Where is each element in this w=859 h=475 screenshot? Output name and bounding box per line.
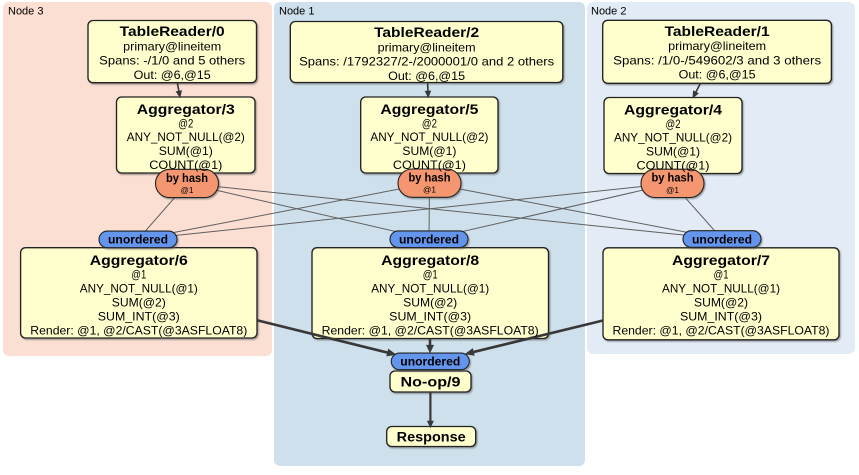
svg-text:unordered: unordered: [108, 233, 168, 247]
svg-text:Response: Response: [397, 430, 467, 445]
svg-text:by hash: by hash: [409, 173, 451, 185]
svg-text:@1: @1: [423, 185, 436, 195]
svg-text:SUM(@1): SUM(@1): [646, 145, 700, 159]
svg-text:@1: @1: [131, 267, 146, 281]
svg-text:SUM_INT(@3): SUM_INT(@3): [680, 309, 762, 323]
svg-text:@2: @2: [666, 117, 681, 131]
svg-text:Node 3: Node 3: [8, 6, 43, 18]
svg-text:TableReader/1: TableReader/1: [665, 23, 770, 39]
svg-text:Spans: /1/0-/549602/3 and 3 ot: Spans: /1/0-/549602/3 and 3 others: [613, 53, 821, 67]
svg-text:primary@lineitem: primary@lineitem: [123, 39, 221, 53]
svg-text:Aggregator/8: Aggregator/8: [381, 252, 479, 268]
svg-text:Out: @6,@15: Out: @6,@15: [679, 68, 756, 82]
svg-text:Spans: -/1/0 and 5 others: Spans: -/1/0 and 5 others: [99, 54, 245, 68]
svg-text:COUNT(@1): COUNT(@1): [637, 158, 710, 172]
svg-text:Aggregator/7: Aggregator/7: [672, 252, 770, 268]
svg-text:SUM(@2): SUM(@2): [403, 295, 457, 309]
svg-text:SUM(@2): SUM(@2): [694, 295, 748, 309]
svg-text:ANY_NOT_NULL(@1): ANY_NOT_NULL(@1): [80, 281, 198, 295]
svg-text:by hash: by hash: [166, 173, 208, 185]
svg-text:@1: @1: [423, 267, 438, 281]
svg-text:SUM(@1): SUM(@1): [402, 144, 456, 158]
svg-text:Node 1: Node 1: [279, 6, 314, 18]
svg-text:COUNT(@1): COUNT(@1): [149, 158, 222, 172]
svg-text:primary@lineitem: primary@lineitem: [378, 40, 476, 54]
svg-text:@2: @2: [422, 116, 437, 130]
svg-text:SUM_INT(@3): SUM_INT(@3): [389, 309, 471, 323]
svg-text:ANY_NOT_NULL(@2): ANY_NOT_NULL(@2): [370, 130, 488, 144]
svg-text:@1: @1: [181, 185, 194, 195]
svg-text:Aggregator/3: Aggregator/3: [137, 101, 235, 117]
svg-text:Render: @1, @2/CAST(@3ASFLOAT8: Render: @1, @2/CAST(@3ASFLOAT8): [613, 323, 830, 337]
svg-text:Aggregator/4: Aggregator/4: [624, 102, 722, 118]
svg-text:Aggregator/6: Aggregator/6: [90, 252, 188, 268]
svg-text:TableReader/2: TableReader/2: [374, 24, 479, 40]
svg-text:Out: @6,@15: Out: @6,@15: [388, 69, 465, 83]
svg-text:Render: @1, @2/CAST(@3ASFLOAT8: Render: @1, @2/CAST(@3ASFLOAT8): [322, 323, 539, 337]
svg-text:Render: @1, @2/CAST(@3ASFLOAT8: Render: @1, @2/CAST(@3ASFLOAT8): [30, 323, 247, 337]
svg-text:ANY_NOT_NULL(@2): ANY_NOT_NULL(@2): [127, 130, 245, 144]
svg-text:ANY_NOT_NULL(@1): ANY_NOT_NULL(@1): [662, 281, 780, 295]
svg-text:by hash: by hash: [652, 173, 694, 185]
svg-text:@2: @2: [178, 116, 193, 130]
svg-text:SUM_INT(@3): SUM_INT(@3): [98, 309, 180, 323]
svg-text:ANY_NOT_NULL(@1): ANY_NOT_NULL(@1): [371, 281, 489, 295]
svg-text:SUM(@2): SUM(@2): [112, 295, 166, 309]
svg-text:unordered: unordered: [400, 355, 460, 369]
svg-text:primary@lineitem: primary@lineitem: [668, 39, 766, 53]
svg-text:ANY_NOT_NULL(@2): ANY_NOT_NULL(@2): [614, 131, 732, 145]
svg-text:TableReader/0: TableReader/0: [120, 23, 225, 39]
svg-text:unordered: unordered: [692, 232, 752, 246]
svg-text:No-op/9: No-op/9: [401, 375, 461, 390]
svg-text:COUNT(@1): COUNT(@1): [393, 158, 466, 172]
svg-text:SUM(@1): SUM(@1): [159, 144, 213, 158]
svg-text:Node 2: Node 2: [591, 6, 626, 18]
svg-text:Spans: /1792327/2-/2000001/0 a: Spans: /1792327/2-/2000001/0 and 2 other…: [299, 55, 554, 69]
svg-text:Out: @6,@15: Out: @6,@15: [134, 68, 211, 82]
svg-text:unordered: unordered: [399, 233, 459, 247]
svg-text:@1: @1: [714, 267, 729, 281]
svg-text:@1: @1: [666, 185, 679, 195]
svg-text:Aggregator/5: Aggregator/5: [380, 101, 478, 117]
